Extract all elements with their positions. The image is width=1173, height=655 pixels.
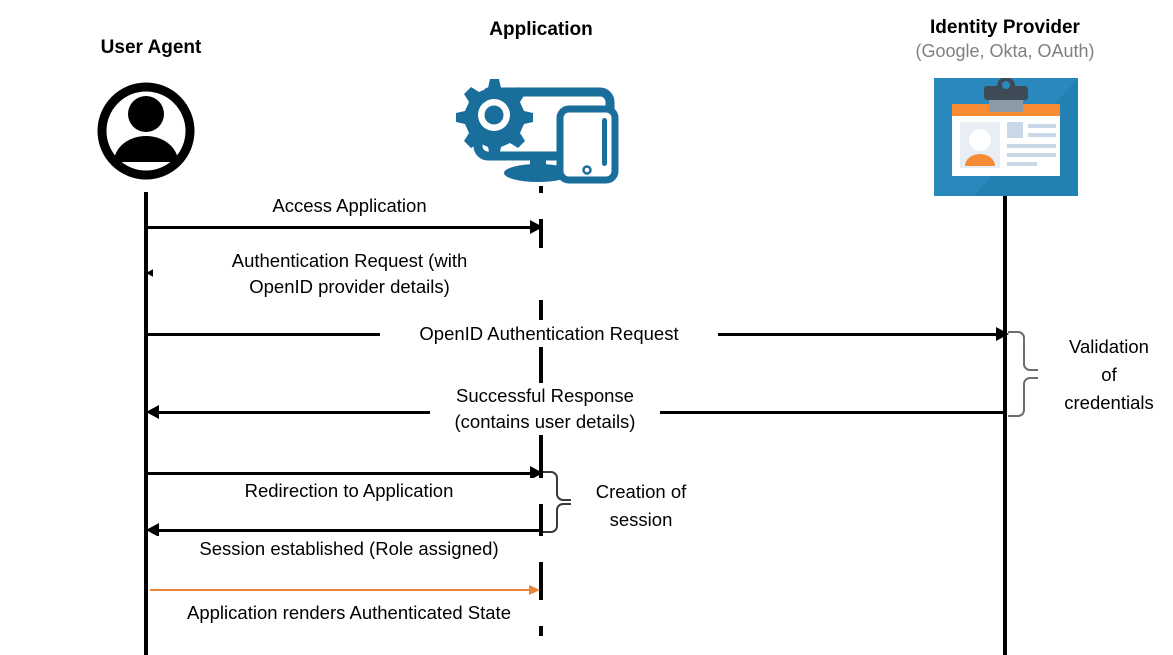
participant-title-application: Application bbox=[489, 19, 593, 40]
message-label-application-renders-authenticated-state: Application renders Authenticated State bbox=[155, 600, 543, 626]
message-label-access-application: Access Application bbox=[153, 193, 546, 219]
participant-title-identity-provider: Identity Provider bbox=[930, 17, 1080, 38]
arrowhead-right-icon bbox=[530, 466, 543, 480]
message-label-authentication-request: Authentication Request (with OpenID prov… bbox=[153, 248, 546, 300]
arrowhead-right-orange-icon bbox=[529, 585, 540, 595]
brace-icon bbox=[543, 471, 571, 533]
annotation-label-creation-of-session: Creation of session bbox=[595, 481, 687, 530]
message-label-openid-authentication-request: OpenID Authentication Request bbox=[380, 320, 718, 347]
arrowhead-left-icon bbox=[146, 405, 159, 419]
application-devices-gear-icon bbox=[452, 70, 632, 192]
brace-icon bbox=[1008, 331, 1038, 417]
arrowhead-left-icon bbox=[146, 523, 159, 537]
message-label-successful-response: Successful Response (contains user detai… bbox=[430, 383, 660, 435]
participant-subtitle-identity-provider: (Google, Okta, OAuth) bbox=[915, 41, 1095, 61]
user-avatar-icon bbox=[97, 73, 195, 189]
message-label-session-established: Session established (Role assigned) bbox=[155, 536, 543, 562]
arrowhead-right-icon bbox=[530, 220, 543, 234]
arrowhead-right-icon bbox=[996, 327, 1009, 341]
message-label-redirection-to-application: Redirection to Application bbox=[155, 478, 543, 504]
participant-title-user-agent: User Agent bbox=[100, 37, 202, 58]
id-badge-icon bbox=[934, 77, 1078, 196]
lifeline-identity-provider bbox=[1003, 196, 1007, 655]
annotation-label-validation-of-credentials: Validation of credentials bbox=[1064, 336, 1154, 413]
lifeline-user-agent bbox=[144, 192, 148, 655]
